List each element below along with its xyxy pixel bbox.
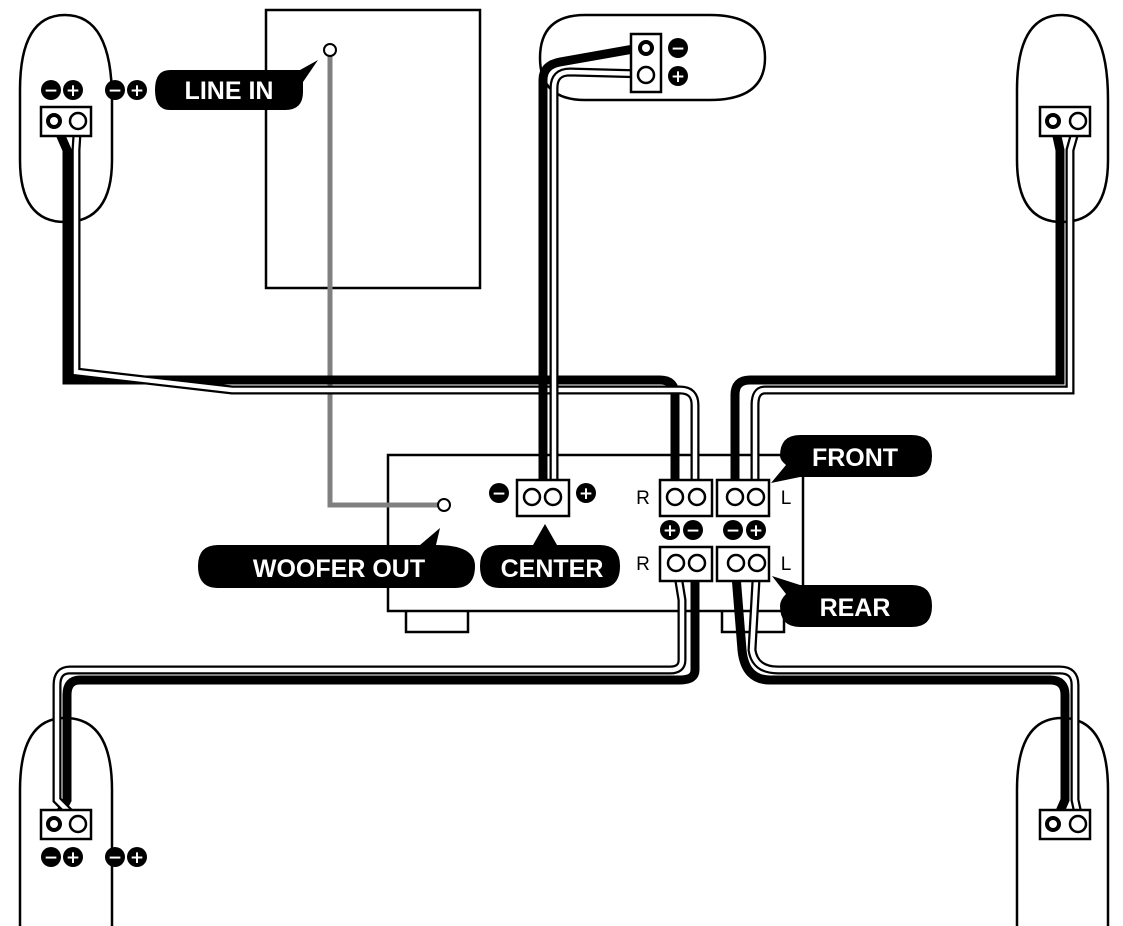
subwoofer (264, 8, 482, 290)
cable-rear-right-black (730, 562, 1070, 825)
terminal-block-front-left-speaker (39, 105, 93, 138)
cable-center-black (538, 42, 646, 495)
label-line-in: LINE IN (155, 60, 318, 110)
svg-text:+: + (130, 848, 144, 868)
svg-text:REAR: REAR (820, 594, 891, 622)
svg-text:+: + (66, 81, 80, 101)
terminal-block-rear-r (658, 545, 714, 583)
svg-text:FRONT: FRONT (812, 444, 898, 472)
svg-text:−: − (726, 521, 740, 541)
terminal-block-front-right-speaker (1038, 105, 1092, 138)
cable-front-right-black (730, 117, 1065, 495)
svg-text:−: − (44, 848, 58, 868)
polarity-receiver-front-rear: + − − + (660, 520, 766, 541)
terminal-block-center-out (515, 478, 571, 518)
label-front: FRONT (771, 435, 932, 483)
channel-front-r: R (636, 488, 650, 509)
polarity-rear-left: − + − + (41, 847, 147, 868)
cable-center-white (549, 67, 646, 495)
svg-text:+: + (130, 81, 144, 101)
polarity-center-speaker: − + (668, 38, 688, 87)
woofer-out-jack (437, 498, 451, 512)
label-woofer-out: WOOFER OUT (198, 528, 475, 588)
terminal-block-front-r (658, 478, 714, 518)
line-in-jack (323, 43, 337, 57)
svg-text:LINE IN: LINE IN (185, 77, 274, 105)
terminal-block-rear-left-speaker (39, 808, 93, 841)
label-center: CENTER (480, 524, 620, 588)
cable-rear-left-black (51, 563, 700, 826)
svg-text:+: + (663, 521, 677, 541)
polarity-front-left: − + − + (41, 80, 147, 101)
svg-text:+: + (579, 484, 593, 504)
svg-text:−: − (108, 848, 122, 868)
svg-text:WOOFER OUT: WOOFER OUT (253, 555, 425, 583)
polarity-center-out: − + (489, 483, 596, 504)
svg-text:−: − (686, 521, 700, 541)
channel-front-l: L (781, 488, 792, 509)
svg-text:−: − (108, 81, 122, 101)
terminal-block-rear-l (715, 545, 771, 583)
svg-text:+: + (66, 848, 80, 868)
svg-text:−: − (671, 39, 685, 59)
svg-text:+: + (749, 521, 763, 541)
svg-text:−: − (492, 484, 506, 504)
svg-text:+: + (671, 67, 685, 87)
channel-rear-l: L (781, 554, 792, 575)
terminal-block-rear-right-speaker (1038, 808, 1092, 841)
speaker-cables (48, 42, 1085, 827)
terminal-block-front-l (715, 478, 771, 518)
terminal-block-center-speaker (629, 32, 663, 94)
channel-rear-r: R (636, 554, 650, 575)
label-rear: REAR (772, 576, 932, 627)
svg-text:−: − (44, 81, 58, 101)
woofer-cable (327, 50, 443, 508)
svg-text:CENTER: CENTER (501, 555, 604, 583)
